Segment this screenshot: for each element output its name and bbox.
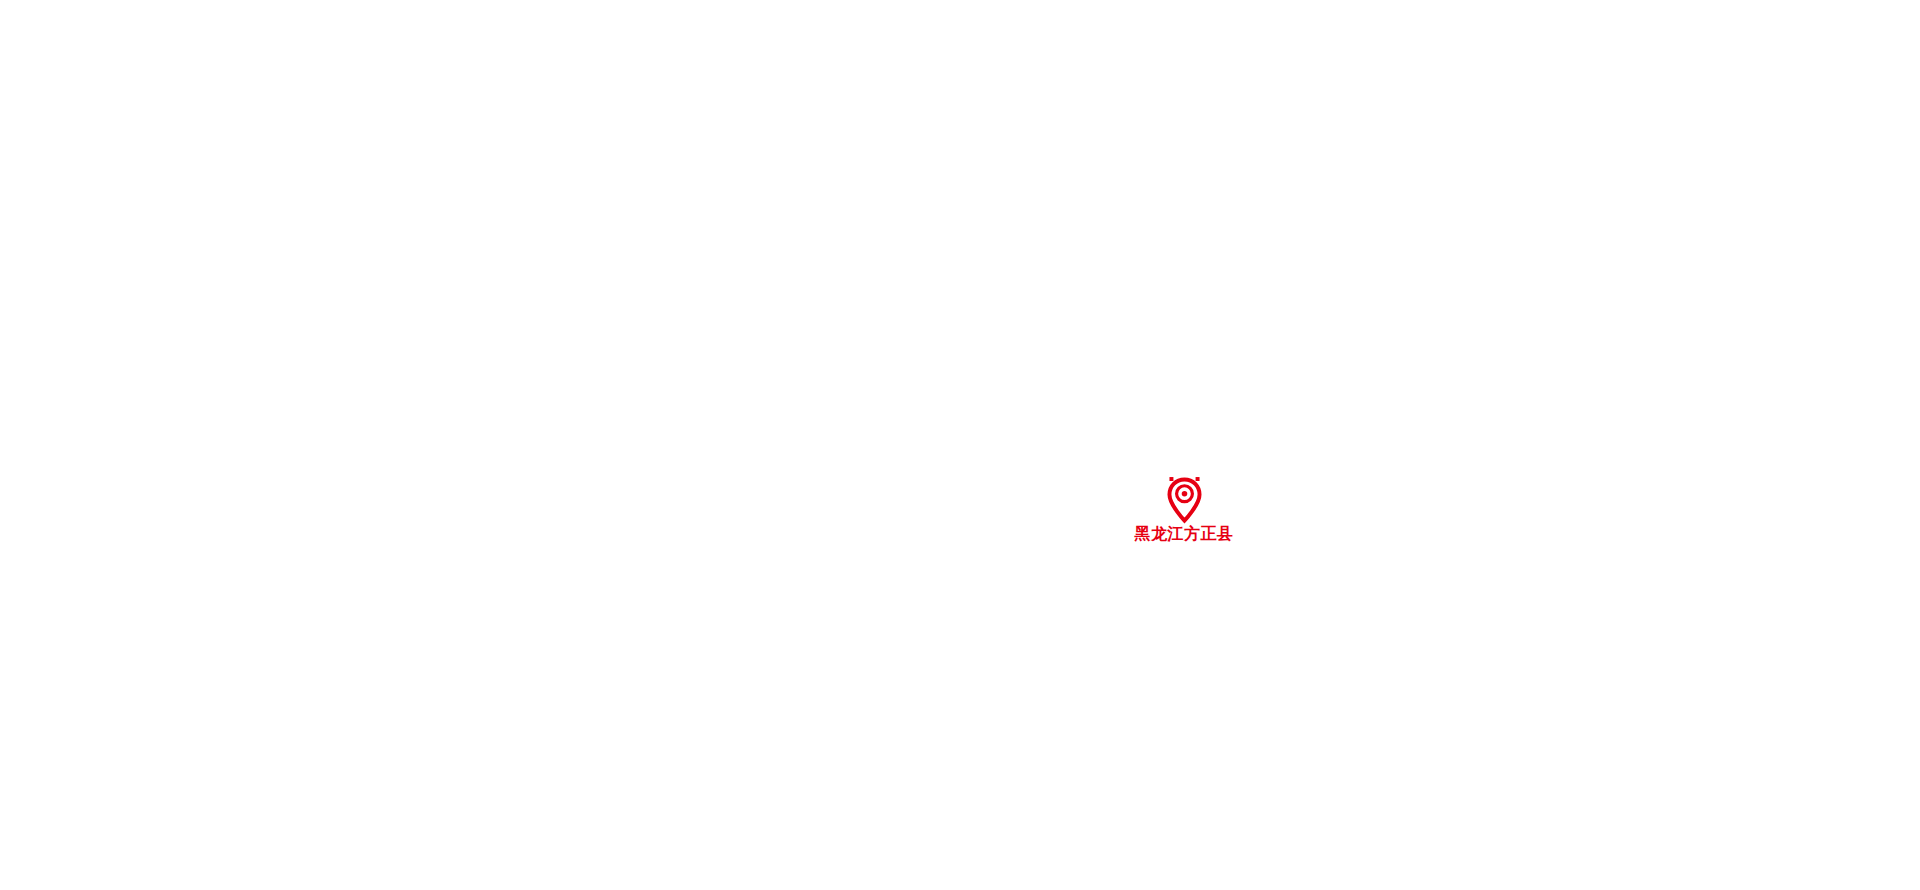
pin-tick-right (1195, 477, 1199, 481)
pin-tick-left (1169, 477, 1173, 481)
location-pin-icon (1165, 476, 1203, 524)
marker-label: 黑龙江方正县 (1135, 525, 1234, 543)
map-marker[interactable]: 黑龙江方正县 (1135, 476, 1234, 543)
pin-center-dot (1181, 491, 1187, 497)
